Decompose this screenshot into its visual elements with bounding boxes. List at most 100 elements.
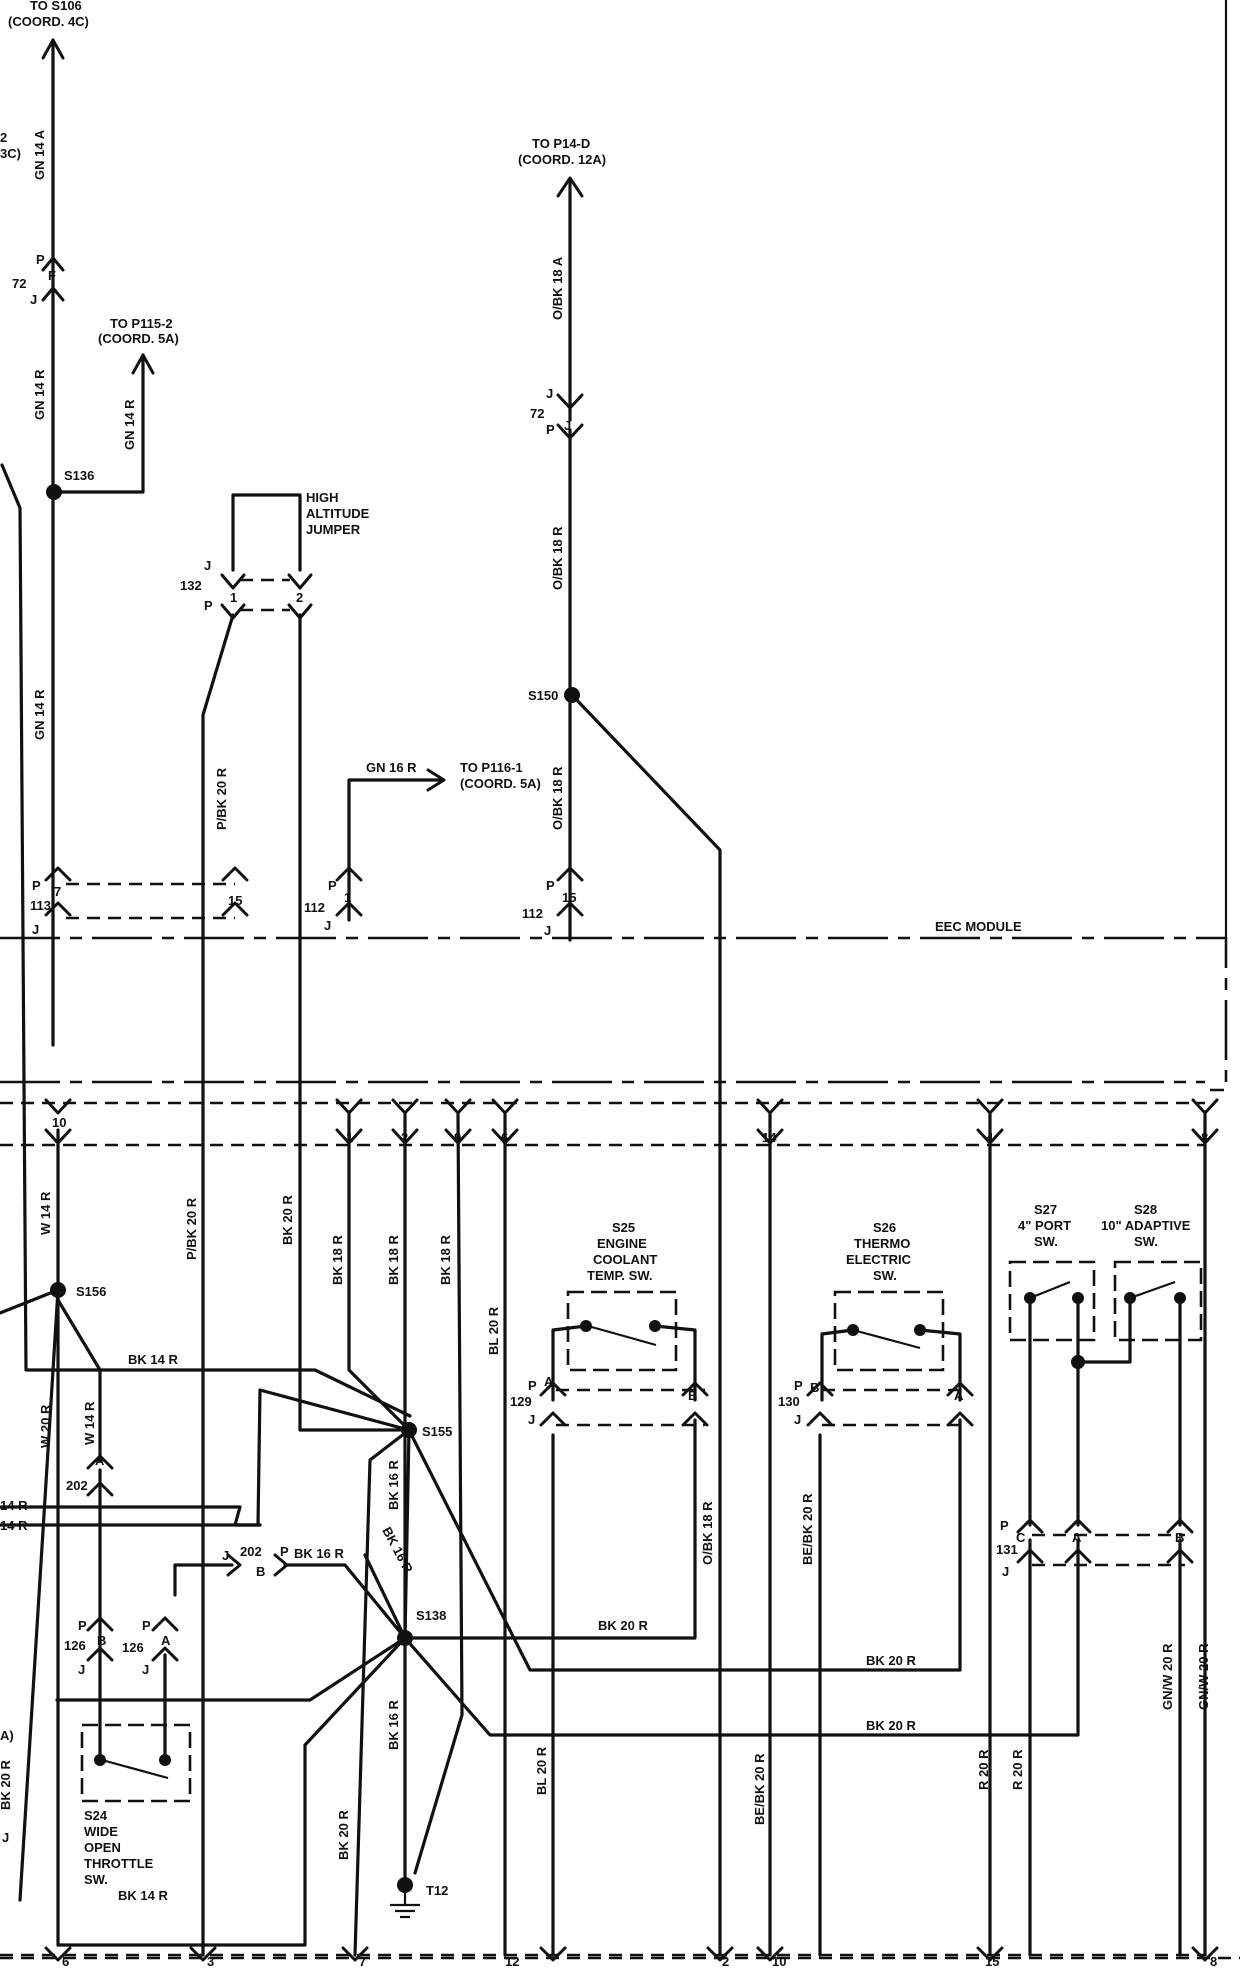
wire-bk18r-3: BK 18 R (438, 1235, 453, 1285)
c202b-j: J (222, 1548, 229, 1563)
c130-p: P (794, 1378, 803, 1393)
wire-gn14r-2: GN 14 R (122, 399, 137, 450)
label-altitude: ALTITUDE (306, 506, 370, 521)
switch-s25 (551, 1290, 697, 1402)
wire-bk20r-1: BK 20 R (280, 1195, 295, 1245)
label-s150: S150 (528, 688, 558, 703)
label-s27-3: SW. (1034, 1234, 1058, 1249)
wire-r20r-2: R 20 R (1010, 1749, 1025, 1790)
wire-bebk20r-2: BE/BK 20 R (752, 1753, 767, 1825)
arrows (41, 38, 1219, 1962)
wire-bk18r-2: BK 18 R (386, 1235, 401, 1285)
label-high: HIGH (306, 490, 339, 505)
ground-icon (390, 1893, 420, 1919)
c112-pin1: 1 (344, 890, 351, 905)
splice-s136 (46, 484, 62, 500)
bottom-pin-8: 8 (1210, 1954, 1217, 1969)
switch-s28 (1113, 1260, 1203, 1527)
splice-labels: S136 S150 S156 S155 S138 (64, 468, 558, 1623)
wire-edge-bk20r: BK 20 R (0, 1760, 13, 1810)
c129-j: J (528, 1412, 535, 1427)
c126b-j: J (142, 1662, 149, 1677)
wire-r20r-1: R 20 R (976, 1749, 991, 1790)
wire-pbk20r-2: P/BK 20 R (184, 1197, 199, 1260)
component-labels: S25 ENGINE COOLANT TEMP. SW. S26 THERMO … (84, 1202, 1191, 1887)
wire-bk16r-3: BK 16 R (294, 1546, 344, 1561)
wire-bk20r-2: BK 20 R (598, 1618, 648, 1633)
c126b-p: P (142, 1618, 151, 1633)
pin-8: 8 (1201, 1130, 1208, 1145)
bottom-pin-15: 15 (985, 1954, 999, 1969)
wire-bebk20r-1: BE/BK 20 R (800, 1493, 815, 1565)
label-to-p116-1: TO P116-1 (460, 760, 523, 775)
bottom-pin-12: 12 (505, 1954, 519, 1969)
label-s26-3: ELECTRIC (846, 1252, 912, 1267)
c202-a: A (95, 1453, 105, 1468)
wire-bk20r-3: BK 20 R (866, 1653, 916, 1668)
label-s24-4: THROTTLE (84, 1856, 154, 1871)
c113-p: P (32, 878, 41, 893)
splice-s155 (401, 1422, 417, 1438)
switch-s26 (820, 1290, 962, 1402)
wire-pbk20r-1: P/BK 20 R (214, 767, 229, 830)
label-to-p14-d: TO P14-D (532, 136, 590, 151)
wire-bk16r-4: BK 16 R (386, 1700, 401, 1750)
label-s28-3: SW. (1134, 1234, 1158, 1249)
wire-bk18r-1: BK 18 R (330, 1235, 345, 1285)
pin-4: 4 (986, 1130, 994, 1145)
c131-c: C (1016, 1530, 1026, 1545)
c131-a: A (1072, 1530, 1082, 1545)
wire-w14r-2: W 14 R (82, 1401, 97, 1445)
wire-w14r-1: W 14 R (38, 1191, 53, 1235)
c72b-j: J (546, 386, 553, 401)
bottom-pin-10: 10 (772, 1954, 786, 1969)
label-s26-2: THERMO (854, 1236, 910, 1251)
label-s25-3: COOLANT (593, 1252, 657, 1267)
c131-p: P (1000, 1518, 1009, 1533)
c72-num: 72 (12, 276, 26, 291)
c126b-pin: A (161, 1633, 171, 1648)
c126a-j: J (78, 1662, 85, 1677)
switch-s24 (80, 1723, 192, 1803)
label-s25-4: TEMP. SW. (587, 1268, 653, 1283)
c132-num: 132 (180, 578, 202, 593)
c129-b: B (688, 1388, 697, 1403)
label-s25-2: ENGINE (597, 1236, 647, 1251)
wires (0, 38, 1207, 1957)
label-s24-3: OPEN (84, 1840, 121, 1855)
c72-pin: F (48, 268, 56, 283)
wire-edge-14r-1: 14 R (0, 1498, 28, 1513)
wire-bl20r-1: BL 20 R (486, 1306, 501, 1355)
wire-obk18a: O/BK 18 A (550, 256, 565, 320)
label-s28-2: 10" ADAPTIVE (1101, 1218, 1191, 1233)
wire-gn16r: GN 16 R (366, 760, 417, 775)
switch-s27 (1008, 1260, 1132, 1527)
label-s24-2: WIDE (84, 1824, 118, 1839)
ground-t12-node (397, 1877, 413, 1893)
splice-s150 (564, 687, 580, 703)
label-s136: S136 (64, 468, 94, 483)
label-t12: T12 (426, 1883, 448, 1898)
label-coord-4c: (COORD. 4C) (8, 14, 89, 29)
c112b-p: P (546, 878, 555, 893)
c129-p: P (528, 1378, 537, 1393)
pin-6: 6 (501, 1130, 508, 1145)
c130-a: A (954, 1388, 964, 1403)
label-coord-12a: (COORD. 12A) (518, 152, 606, 167)
wire-obk18r-3: O/BK 18 R (700, 1501, 715, 1565)
c112b-num: 112 (522, 906, 543, 921)
c202b-b: B (256, 1564, 265, 1579)
pin-1: 1 (346, 1130, 353, 1145)
wire-bl20r-2: BL 20 R (534, 1746, 549, 1795)
edge-j: J (2, 1830, 9, 1845)
splice-nodes (46, 484, 580, 1893)
c129-num: 129 (510, 1394, 532, 1409)
label-s26-1: S26 (873, 1220, 896, 1235)
label-s26-4: SW. (873, 1268, 897, 1283)
label-eec-module: EEC MODULE (935, 919, 1022, 934)
wire-bk20r-4: BK 20 R (866, 1718, 916, 1733)
bottom-pin-3: 3 (207, 1954, 214, 1969)
label-coord-5a-1: (COORD. 5A) (98, 331, 179, 346)
c126a-num: 126 (64, 1638, 86, 1653)
label-s27-2: 4" PORT (1018, 1218, 1071, 1233)
